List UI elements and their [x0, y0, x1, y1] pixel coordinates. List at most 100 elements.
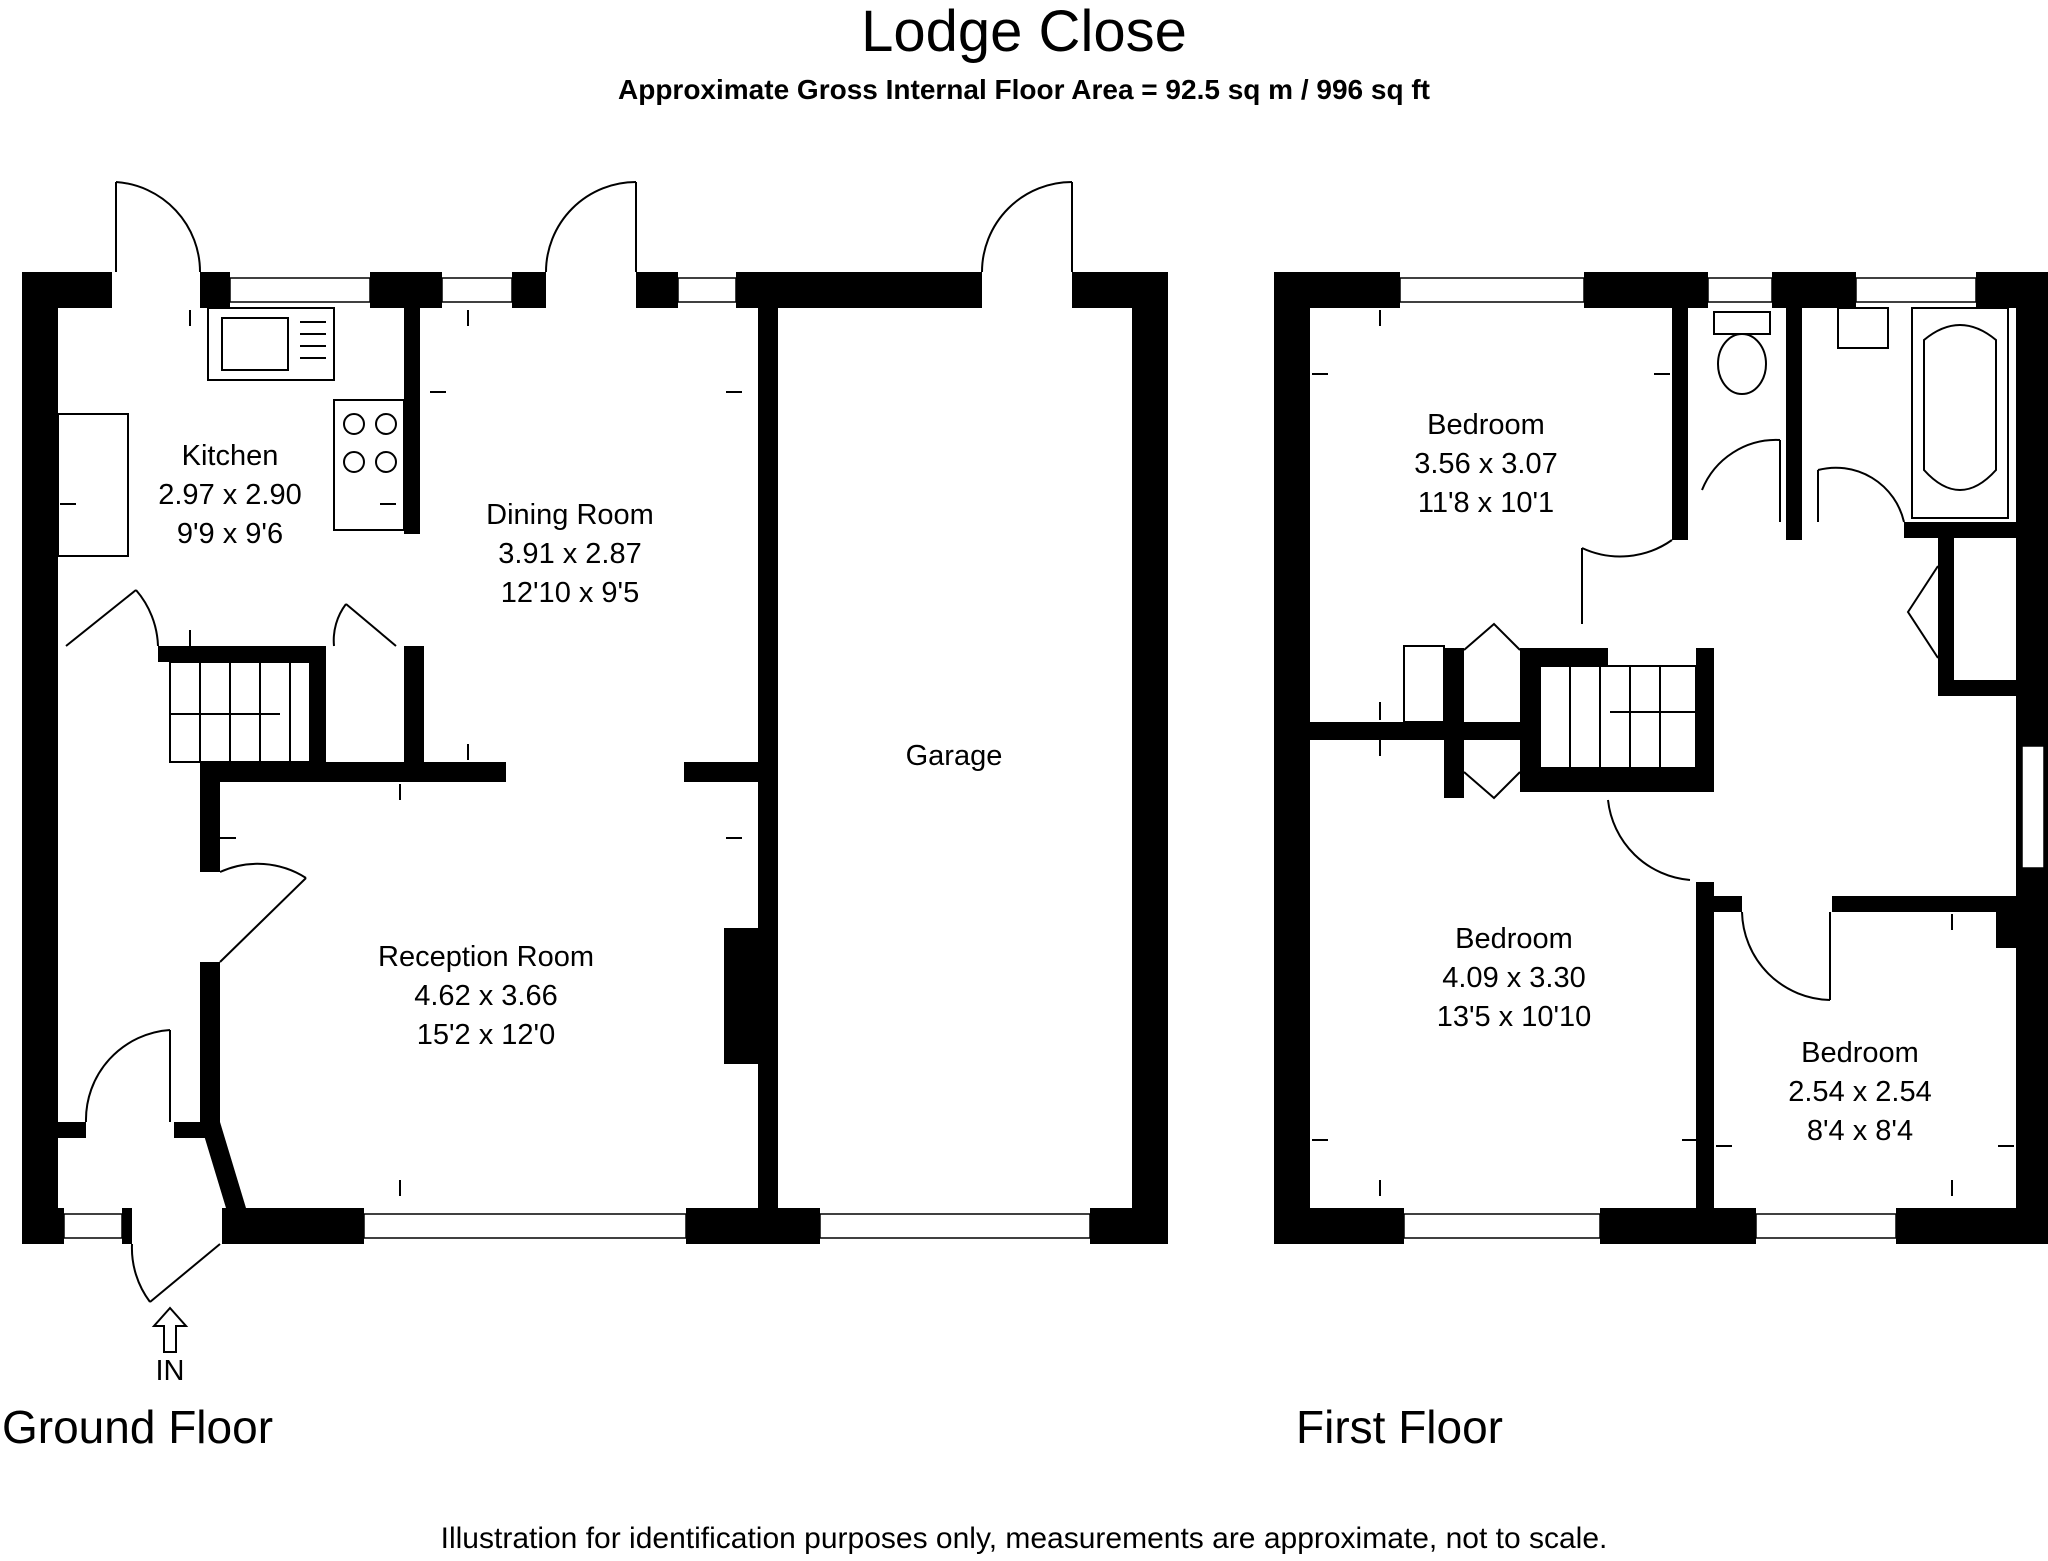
floor-area-subtitle: Approximate Gross Internal Floor Area = …	[618, 74, 1430, 105]
room-metric: 3.56 x 3.07	[1414, 448, 1558, 480]
room-metric: 2.97 x 2.90	[158, 479, 302, 511]
gf-stairs	[169, 661, 311, 763]
room-imperial: 8'4 x 8'4	[1807, 1115, 1913, 1147]
room-label-dining: Dining Room 3.91 x 2.87 12'10 x 9'5	[486, 499, 654, 609]
gf-door-hall-arc	[135, 589, 159, 647]
gf-hob	[333, 399, 405, 531]
gf-door-reception-leaf	[219, 877, 307, 963]
ff-wall-stair-left	[1444, 648, 1464, 798]
room-imperial: 11'8 x 10'1	[1418, 487, 1554, 519]
room-label-bedroom-1: Bedroom 3.56 x 3.07 11'8 x 10'1	[1414, 409, 1558, 519]
gf-sink-unit	[207, 307, 335, 381]
gf-window-dining-2	[677, 277, 737, 303]
gf-window-hall	[63, 1213, 123, 1239]
ff-wall-stair-box	[1520, 648, 1540, 768]
gf-wall-top-2	[200, 272, 230, 308]
room-label-kitchen: Kitchen 2.97 x 2.90 9'9 x 9'6	[158, 440, 302, 550]
gf-door-front-leaf	[149, 1243, 221, 1303]
ground-floor-label: Ground Floor	[2, 1401, 274, 1453]
ff-wall-bottom-2	[1600, 1208, 1756, 1244]
room-name: Kitchen	[182, 440, 279, 472]
entrance-arrow-icon	[151, 1306, 189, 1353]
ff-door-bed1-arc	[1581, 539, 1673, 558]
ff-wall-bed1-bottom	[1310, 722, 1534, 740]
gf-wall-bottom-1	[22, 1208, 64, 1244]
gf-worktop-left	[57, 413, 129, 557]
gf-wall-porch-angle	[200, 1122, 246, 1208]
ff-door-bed2-arc	[1607, 799, 1691, 881]
ff-stair-treads	[1569, 666, 1696, 768]
room-label-bedroom-2: Bedroom 4.09 x 3.30 13'5 x 10'10	[1437, 923, 1592, 1033]
ff-wall-stair-right	[1696, 648, 1714, 792]
gf-wall-cupboard-right	[404, 646, 424, 762]
ff-stairs	[1539, 665, 1697, 769]
gf-door-reception-arc	[219, 862, 307, 879]
room-metric: 2.54 x 2.54	[1788, 1076, 1932, 1108]
gf-wall-bottom-5	[1090, 1208, 1168, 1244]
gf-hob-ring-4	[375, 451, 397, 473]
ff-bulkhead	[1403, 645, 1445, 723]
ff-wc-basin	[1713, 311, 1771, 335]
ff-window-bed2	[1403, 1213, 1601, 1239]
room-imperial: 15'2 x 12'0	[417, 1019, 555, 1051]
room-imperial: 12'10 x 9'5	[501, 577, 639, 609]
ff-wall-bottom-3	[1896, 1208, 2048, 1244]
ff-wall-wc-right	[1786, 308, 1802, 540]
room-name: Garage	[906, 740, 1003, 772]
room-label-garage: Garage	[906, 740, 1003, 772]
gf-wall-garage	[758, 308, 778, 1208]
gf-window-reception	[363, 1213, 687, 1239]
ff-bath	[1911, 307, 2009, 519]
ff-wall-bed2-right	[1696, 882, 1714, 1208]
room-imperial: 9'9 x 9'6	[177, 518, 283, 550]
gf-wall-top-1	[22, 272, 112, 308]
room-name: Dining Room	[486, 499, 654, 531]
ff-wall-bed3-top-1	[1714, 896, 1742, 912]
gf-wall-kitchen-dining	[404, 308, 420, 534]
gf-window-dining	[441, 277, 513, 303]
ff-window-landing	[2021, 745, 2045, 869]
gf-window-garage	[819, 1213, 1091, 1239]
room-name: Bedroom	[1427, 409, 1545, 441]
gf-door-kitchen-arc	[115, 181, 202, 273]
ff-window-bed1	[1399, 277, 1585, 303]
ff-door-bed3-arc	[1741, 911, 1831, 1001]
ff-wall-stair-top	[1520, 648, 1608, 666]
gf-wall-hall-1	[200, 762, 220, 872]
ff-wall-top-2	[1584, 272, 1708, 308]
gf-wall-bottom-4	[686, 1208, 820, 1244]
ff-wall-top-3	[1772, 272, 1856, 308]
ff-wall-bed3-top-2	[1832, 896, 2016, 912]
ff-wall-bed3-pier	[1996, 896, 2016, 948]
page-title: Lodge Close	[861, 0, 1187, 64]
room-metric: 4.09 x 3.30	[1442, 962, 1586, 994]
gf-wall-stair-right	[310, 646, 326, 762]
ff-door-bath-arc	[1817, 466, 1905, 523]
gf-door-porch-arc	[84, 1029, 171, 1123]
gf-wall-left	[22, 272, 58, 1244]
ff-wall-top-1	[1274, 272, 1400, 308]
ff-wall-cupboard	[1938, 538, 1954, 688]
gf-hob-ring-2	[375, 413, 397, 435]
gf-window-kitchen	[229, 277, 371, 303]
ff-window-wc	[1707, 277, 1773, 303]
ff-wall-stair-bottom	[1520, 768, 1714, 792]
ff-wall-left	[1274, 272, 1310, 1244]
gf-wall-top-6	[736, 272, 982, 308]
gf-door-cupboard-leaf	[345, 603, 397, 647]
ff-bath-inner	[1923, 324, 1997, 491]
ff-window-bed3	[1755, 1213, 1897, 1239]
gf-wall-top-4	[512, 272, 546, 308]
gf-wall-porch-1	[58, 1122, 86, 1138]
room-imperial: 13'5 x 10'10	[1437, 1001, 1592, 1033]
gf-wall-chimney	[724, 928, 758, 1064]
ff-wall-cupboard-b	[1938, 680, 2016, 696]
gf-wall-right	[1132, 272, 1168, 1244]
gf-wall-bottom-2	[122, 1208, 132, 1244]
entrance-label: IN	[156, 1355, 185, 1387]
gf-wall-mid-right	[684, 762, 758, 782]
gf-hob-ring-1	[343, 413, 365, 435]
gf-wall-hall-2	[200, 962, 220, 1122]
first-floor-plan	[1274, 272, 2048, 1244]
